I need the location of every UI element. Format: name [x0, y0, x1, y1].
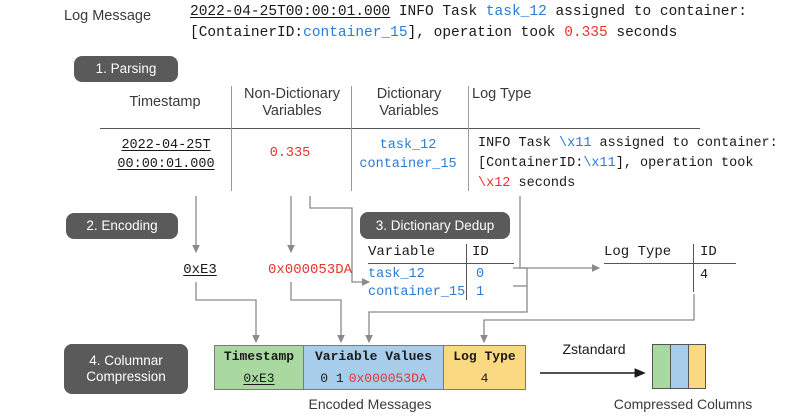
- logtype-placeholder-nondict: \x12: [478, 176, 511, 191]
- logtype-table-header-log-type: Log Type: [604, 244, 672, 260]
- parsing-cell-log-type: INFO Task \x11 assigned to container: [C…: [478, 134, 778, 194]
- zstandard-arrow-icon: [540, 368, 646, 378]
- encoded-non-dictionary-value: 0x000053DA: [267, 262, 352, 278]
- log-level-task: INFO Task: [390, 4, 486, 20]
- encoded-variable-nondict-value: 0x000053DA: [348, 370, 427, 386]
- compressed-column-timestamp: [653, 345, 670, 388]
- log-message-label: Log Message: [64, 8, 152, 24]
- log-line1-tail: assigned to container:: [546, 4, 747, 20]
- encoded-timestamp-cell: 0xE3: [243, 370, 275, 386]
- parsing-table: Timestamp Non-Dictionary Variables Dicti…: [100, 86, 790, 196]
- log-line2-tail: seconds: [607, 25, 678, 41]
- parsing-header-dict-line1: Dictionary: [376, 86, 442, 102]
- encoded-column-variable-header: Variable Values: [314, 349, 433, 365]
- log-timestamp: 2022-04-25T00:00:01.000: [190, 4, 391, 20]
- logtype-seg1: INFO Task: [478, 136, 560, 151]
- dictionary-dedup-table: Variable ID task_12 0 container_15 1: [368, 244, 528, 306]
- parsing-cell-dict-container: container_15: [359, 157, 457, 172]
- dedup-header-variable: Variable: [368, 244, 436, 260]
- log-dict-var-task: task_12: [485, 4, 547, 20]
- encoded-variable-dict-ids: 0 1: [320, 370, 344, 386]
- encoded-messages-table: Timestamp 0xE3 Variable Values 0 1 0x000…: [214, 345, 526, 390]
- parsing-table-divider-3: [468, 86, 469, 191]
- dedup-row-id-0: 0: [476, 267, 485, 282]
- parsing-cell-non-dictionary-variable: 0.335: [269, 146, 311, 161]
- log-type-id-table: Log Type ID 4: [604, 244, 764, 294]
- parsing-cell-timestamp-line1: 2022-04-25T: [121, 138, 211, 153]
- dedup-row-variable-1: container_15: [368, 285, 466, 300]
- stage-badge-columnar-line2: Compression: [86, 369, 166, 384]
- stage-badge-columnar-compression: 4. Columnar Compression: [64, 344, 188, 394]
- parsing-header-non-dictionary-variables: Non-Dictionary Variables: [234, 86, 350, 120]
- encoded-timestamp-value: 0xE3: [183, 262, 217, 278]
- log-nondict-var-duration: 0.335: [564, 25, 608, 41]
- parsing-table-divider-1: [231, 86, 232, 191]
- compressed-column-variable-values: [670, 345, 688, 388]
- log-message-line2: [ContainerID:container_15], operation to…: [190, 23, 790, 44]
- log-line2-pre: [ContainerID:: [190, 25, 304, 41]
- parsing-header-nondict-line2: Variables: [262, 103, 322, 119]
- parsing-cell-timestamp-line2: 00:00:01.000: [117, 157, 215, 172]
- dedup-row-id-1: 1: [476, 285, 485, 300]
- stage-badge-dictionary-dedup: 3. Dictionary Dedup: [360, 212, 510, 239]
- logtype-table-row-id: 4: [700, 268, 709, 283]
- compressed-columns-caption: Compressed Columns: [613, 396, 753, 412]
- encoded-column-logtype-header: Log Type: [453, 349, 516, 365]
- encoded-column-variable-values: Variable Values 0 1 0x000053DA: [303, 346, 443, 389]
- logtype-table-header-id: ID: [700, 244, 717, 260]
- dedup-table-divider: [466, 244, 467, 300]
- encoded-column-timestamp: Timestamp 0xE3: [215, 346, 303, 389]
- encoded-column-timestamp-body: 0xE3: [215, 368, 303, 390]
- parsing-header-dict-line2: Variables: [379, 103, 439, 119]
- parsing-header-nondict-line1: Non-Dictionary: [244, 86, 340, 102]
- log-message-text: 2022-04-25T00:00:01.000 INFO Task task_1…: [190, 2, 790, 44]
- parsing-cell-dict-task: task_12: [379, 138, 437, 153]
- parsing-header-log-type: Log Type: [472, 86, 532, 102]
- dedup-row-variable-0: task_12: [368, 267, 425, 282]
- encoded-column-variable-body: 0 1 0x000053DA: [304, 368, 443, 390]
- zstandard-label: Zstandard: [562, 341, 626, 357]
- compressed-columns-graphic: [652, 344, 706, 389]
- parsing-cell-timestamp: 2022-04-25T 00:00:01.000: [106, 136, 226, 174]
- parsing-header-timestamp: Timestamp: [129, 94, 201, 110]
- log-dict-var-container: container_15: [303, 25, 408, 41]
- parsing-table-divider-2: [351, 86, 352, 191]
- encoded-messages-caption: Encoded Messages: [308, 396, 432, 412]
- logtype-placeholder-dict-1: \x11: [559, 136, 592, 151]
- encoded-column-timestamp-header: Timestamp: [223, 349, 295, 365]
- stage-badge-parsing: 1. Parsing: [74, 56, 178, 82]
- stage-badge-columnar-line1: 4. Columnar: [89, 353, 163, 368]
- dedup-table-rule: [368, 263, 514, 264]
- log-line2-mid: ], operation took: [407, 25, 565, 41]
- logtype-seg3: ], operation took: [615, 156, 754, 171]
- encoded-column-logtype-body: 4: [444, 368, 525, 390]
- dedup-header-id: ID: [472, 244, 489, 260]
- logtype-seg4: seconds: [510, 176, 576, 191]
- logtype-table-rule: [604, 263, 736, 264]
- parsing-cell-dictionary-variables: task_12 container_15: [352, 136, 464, 174]
- parsing-header-dictionary-variables: Dictionary Variables: [354, 86, 464, 120]
- parsing-table-header-rule: [100, 128, 700, 129]
- log-message-line1: 2022-04-25T00:00:01.000 INFO Task task_1…: [190, 2, 790, 23]
- encoded-column-log-type: Log Type 4: [443, 346, 525, 389]
- encoded-logtype-cell: 4: [480, 370, 489, 386]
- logtype-placeholder-dict-2: \x11: [583, 156, 616, 171]
- logtype-seg2: assigned to container: [ContainerID:: [478, 136, 778, 171]
- stage-badge-encoding: 2. Encoding: [66, 213, 178, 239]
- compressed-column-log-type: [688, 345, 705, 388]
- logtype-table-divider: [693, 244, 694, 292]
